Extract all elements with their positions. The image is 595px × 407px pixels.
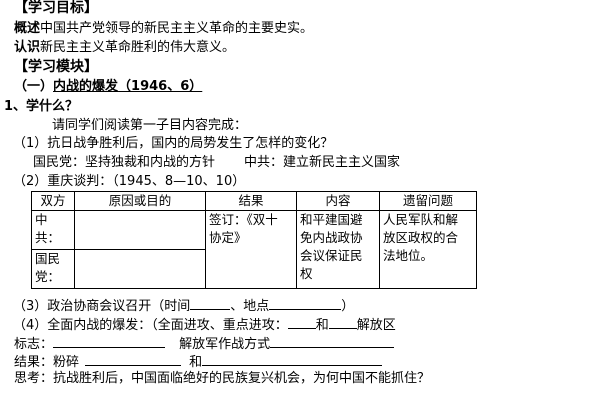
part-number: （一）: [14, 79, 54, 94]
result-cell: 签订：《双十协定》: [205, 210, 297, 289]
part-heading: （一）内战的爆发（1946、6）: [14, 79, 202, 95]
marker-line: 标志： 解放军作战方式: [14, 334, 395, 353]
item-2: （2）重庆谈判：（1945、8—10、10）: [13, 174, 246, 189]
content-cell: 和平建国避免内战政协会议保证民权: [296, 210, 380, 289]
item-1: （1）抗日战争胜利后，国内的局势发生了怎样的变化？: [13, 136, 334, 151]
party-kmt: 国民党：: [31, 249, 75, 289]
issues-cell: 人民军队和解放区政权的合法地位。: [379, 210, 477, 289]
answer-cell-ccp[interactable]: [74, 210, 206, 250]
marker-blank[interactable]: [53, 334, 166, 348]
question-heading: 1、学什么？: [4, 99, 79, 114]
header-cell: 内容: [296, 191, 380, 211]
kmt-stance: 国民党：坚持独裁和内战的方针: [33, 155, 216, 170]
item-3: （3）政治协商会议召开（时间、地点）: [13, 296, 354, 315]
goal-verb: 认识: [14, 40, 41, 55]
part-title: 内战的爆发: [53, 79, 119, 94]
part-date: （1946、6）: [118, 79, 203, 94]
header-cell: 双方: [31, 191, 75, 211]
result-line: 结果：粉碎 和: [14, 352, 383, 371]
goal-verb: 概述: [14, 21, 41, 36]
pla-label: 解放军作战方式: [179, 337, 271, 352]
party-ccp: 中共：: [31, 210, 75, 250]
pla-blank[interactable]: [270, 334, 395, 348]
target-blank-1[interactable]: [287, 315, 316, 329]
header-cell: 原因或目的: [74, 191, 206, 211]
goal-line-2: 认识新民主主义革命胜利的伟大意义。: [14, 40, 235, 56]
think-question: 思考：抗战胜利后，中国面临绝好的民族复兴机会，为何中国不能抓住？: [14, 371, 431, 386]
result-blank-1[interactable]: [85, 352, 182, 366]
section-heading-goal: 【学习目标】: [14, 0, 98, 16]
ccp-stance: 中共：建立新民主主义国家: [244, 155, 401, 170]
result-blank-2[interactable]: [202, 352, 383, 366]
goal-line-1: 概述中国共产党领导的新民主主义革命的主要史实。: [14, 21, 313, 37]
instruction: 请同学们阅读第一子目内容完成：: [52, 118, 248, 133]
header-cell: 遗留问题: [379, 191, 477, 211]
item-4: （4）全面内战的爆发：（全面进攻、重点进攻：和解放区: [13, 315, 396, 334]
target-blank-2[interactable]: [328, 315, 357, 329]
time-blank[interactable]: [190, 296, 231, 310]
header-cell: 结果: [205, 191, 297, 211]
goal-text: 新民主主义革命胜利的伟大意义。: [40, 40, 236, 55]
section-heading-module: 【学习模块】: [14, 59, 98, 75]
chongqing-talks-table: 双方 原因或目的 结果 内容 遗留问题 中共： 签订：《双十协定》 和平建国避免…: [31, 191, 477, 289]
goal-text: 中国共产党领导的新民主主义革命的主要史实。: [40, 21, 314, 36]
answer-cell-kmt[interactable]: [74, 249, 206, 289]
place-blank[interactable]: [269, 296, 342, 310]
